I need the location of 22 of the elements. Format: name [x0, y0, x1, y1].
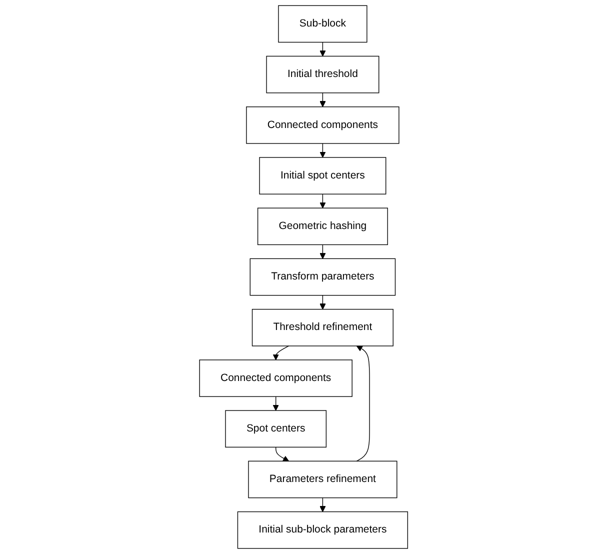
node-box: Parameters refinement [248, 460, 398, 498]
node-box: Transform parameters [250, 258, 396, 296]
node-box: Geometric hashing [257, 208, 388, 246]
arrow [272, 346, 289, 360]
arrow [275, 446, 289, 462]
arrow [320, 244, 326, 259]
arrow [320, 194, 326, 208]
arrow [320, 92, 326, 108]
node-box: Initial threshold [266, 56, 380, 94]
arrow [356, 346, 370, 462]
arrow [320, 42, 326, 56]
node-box: Connected components [246, 106, 400, 144]
node-box: Initial spot centers [259, 157, 386, 194]
node-box: Threshold refinement [252, 308, 394, 346]
arrow [320, 294, 326, 310]
arrow [272, 396, 279, 411]
node-box: Sub-block [278, 5, 368, 43]
node-box: Connected components [199, 360, 352, 397]
arrow [320, 143, 326, 158]
arrow [320, 497, 326, 512]
node-box: Initial sub-block parameters [237, 511, 408, 549]
node-box: Spot centers [225, 410, 326, 448]
